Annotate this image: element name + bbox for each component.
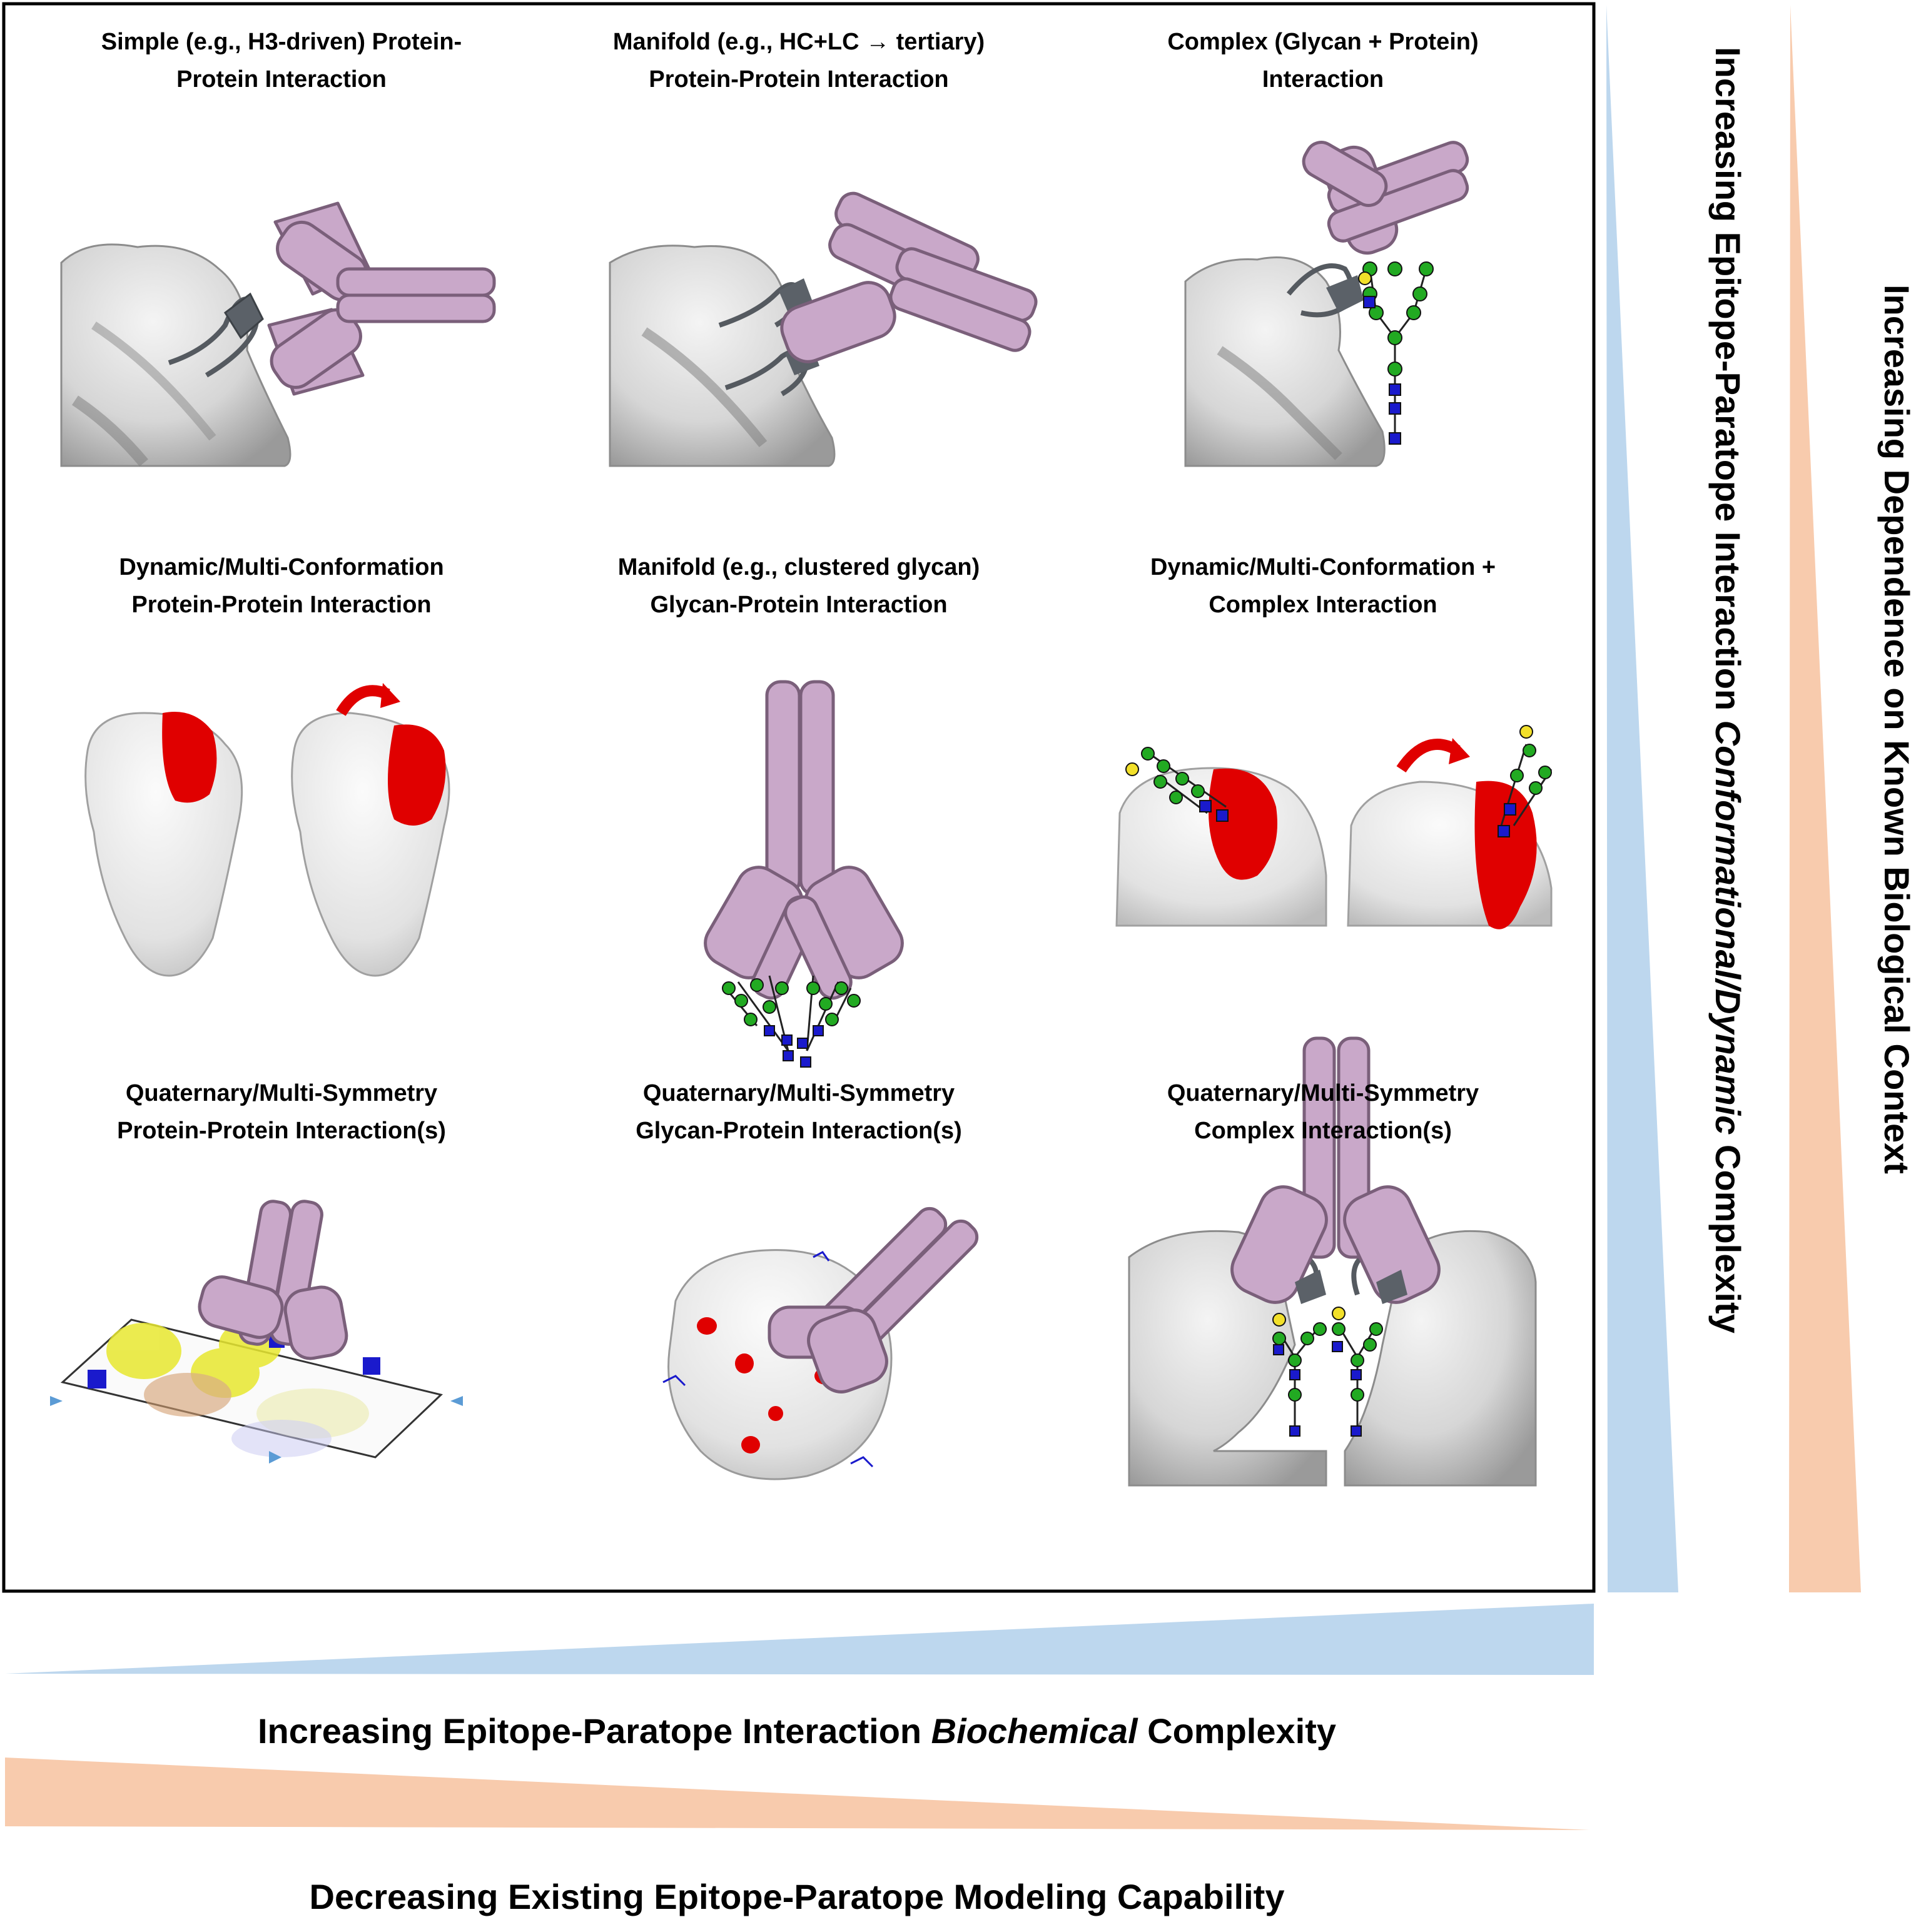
- horizontal-orange-wedge: [5, 1758, 1590, 1830]
- axis-label-text: Decreasing Existing Epitope-Paratope Mod…: [309, 1877, 1285, 1916]
- panel-art-3: [1184, 141, 1469, 467]
- panel-title-7: Quaternary/Multi-Symmetry Protein-Protei…: [0, 1075, 563, 1150]
- panel-title-2: Manifold (e.g., HC+LC → tertiary) Protei…: [517, 23, 1080, 98]
- panel-title-1: Simple (e.g., H3-driven) Protein- Protei…: [0, 23, 563, 98]
- panel-title-line: Complex (Glycan + Protein): [1167, 29, 1479, 55]
- horizontal-blue-wedge: [5, 1604, 1594, 1675]
- panel-art-4: [84, 683, 450, 977]
- panel-title-3: Complex (Glycan + Protein) Interaction: [1042, 23, 1604, 98]
- panel-title-line: Manifold (e.g., clustered glycan): [617, 554, 980, 580]
- panel-title-6: Dynamic/Multi-Conformation + Complex Int…: [1042, 549, 1604, 624]
- panel-art-5: [704, 680, 904, 1068]
- vertical-blue-wedge: [1606, 5, 1678, 1592]
- panel-art-9: [1128, 1036, 1537, 1487]
- axis-label-emphasis: Biochemical: [931, 1711, 1138, 1751]
- panel-title-line: Dynamic/Multi-Conformation +: [1150, 554, 1496, 580]
- axis-label-prefix: Increasing Epitope-Paratope Interaction: [258, 1711, 931, 1751]
- vertical-axis-label-conformational: Increasing Epitope-Paratope Interaction …: [1708, 47, 1748, 1333]
- panel-title-line: Complex Interaction: [1209, 592, 1437, 618]
- panel-title-line: Protein-Protein Interaction(s): [117, 1118, 446, 1144]
- panel-art-7: [50, 1200, 463, 1464]
- panel-art-8: [662, 1206, 979, 1480]
- panel-title-4: Dynamic/Multi-Conformation Protein-Prote…: [0, 549, 563, 624]
- axis-label-suffix: Complexity: [1708, 1135, 1748, 1333]
- panel-art-6: [1115, 725, 1553, 929]
- panel-title-line: Quaternary/Multi-Symmetry: [1167, 1080, 1479, 1106]
- vertical-orange-wedge: [1789, 5, 1861, 1592]
- panel-title-line: Glycan-Protein Interaction(s): [636, 1118, 962, 1144]
- panel-title-line: Simple (e.g., H3-driven) Protein-: [101, 29, 462, 55]
- panel-title-line: Protein-Protein Interaction: [649, 66, 949, 93]
- vertical-axis-label-biological-context: Increasing Dependence on Known Biologica…: [1877, 285, 1917, 1174]
- horizontal-axis-label-biochemical: Increasing Epitope-Paratope Interaction …: [0, 1711, 1594, 1751]
- panel-title-line: Protein Interaction: [176, 66, 387, 93]
- panel-title-5: Manifold (e.g., clustered glycan) Glycan…: [517, 549, 1080, 624]
- panel-art-1: [60, 201, 496, 467]
- panel-title-line: Quaternary/Multi-Symmetry: [125, 1080, 438, 1106]
- axis-label-text: Increasing Dependence on Known Biologica…: [1877, 285, 1917, 1174]
- panel-title-line: Protein-Protein Interaction: [131, 592, 432, 618]
- panel-title-line: Dynamic/Multi-Conformation: [119, 554, 444, 580]
- panel-frame: [2, 2, 1596, 1593]
- panel-title-line: Manifold (e.g., HC+LC → tertiary): [612, 29, 985, 55]
- axis-label-prefix: Increasing Epitope-Paratope Interaction: [1708, 47, 1748, 721]
- panel-title-9: Quaternary/Multi-Symmetry Complex Intera…: [1042, 1075, 1604, 1150]
- panel-title-line: Complex Interaction(s): [1194, 1118, 1452, 1144]
- panel-title-line: Glycan-Protein Interaction: [650, 592, 948, 618]
- axis-label-suffix: Complexity: [1137, 1711, 1336, 1751]
- axis-label-emphasis: Conformational/Dynamic: [1708, 720, 1748, 1135]
- panel-title-line: Quaternary/Multi-Symmetry: [642, 1080, 955, 1106]
- panel-title-8: Quaternary/Multi-Symmetry Glycan-Protein…: [517, 1075, 1080, 1150]
- panel-title-line: Interaction: [1262, 66, 1384, 93]
- horizontal-axis-label-modeling: Decreasing Existing Epitope-Paratope Mod…: [0, 1876, 1594, 1917]
- panel-art-2: [609, 191, 1038, 467]
